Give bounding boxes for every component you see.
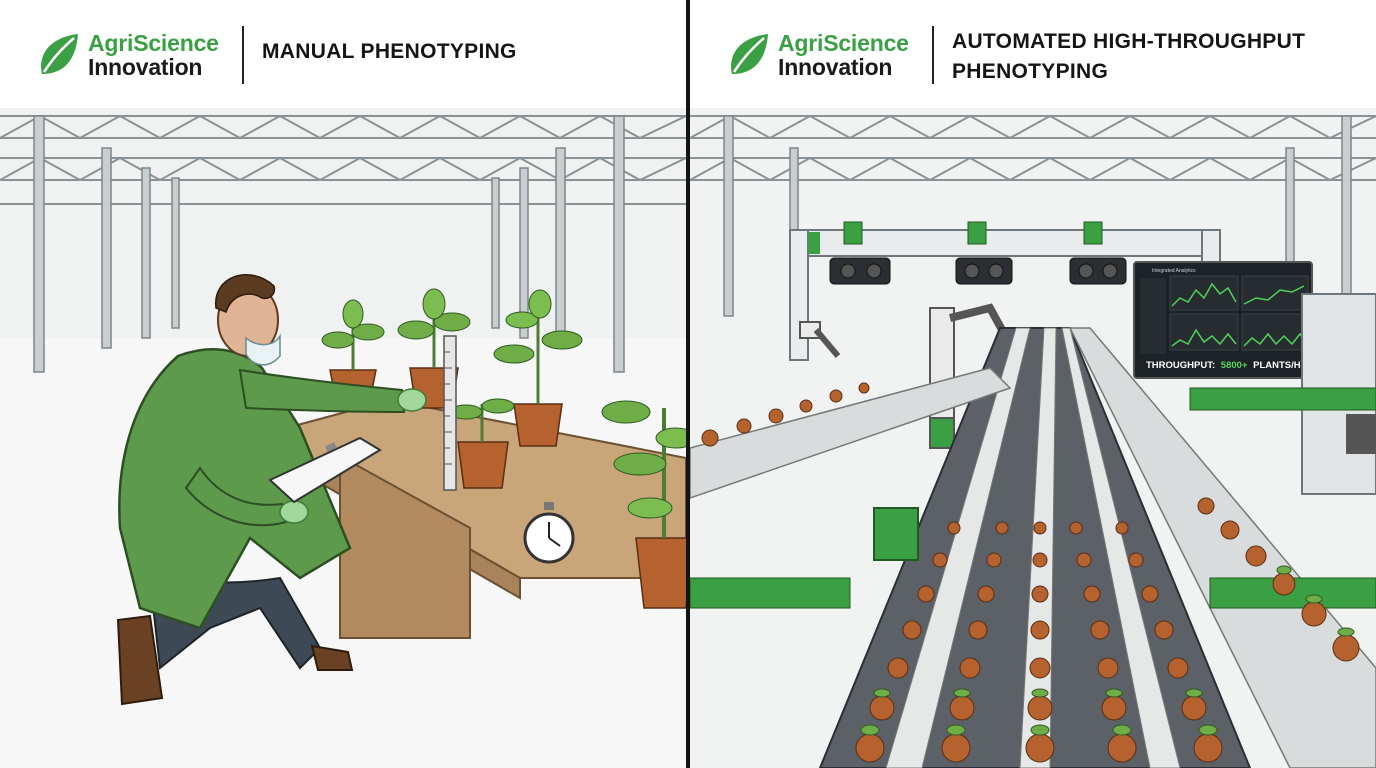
logo-text-agriscience: AgriScience (778, 30, 909, 56)
throughput-label: THROUGHPUT: (1146, 360, 1215, 371)
logo-text-agriscience: AgriScience (88, 30, 219, 56)
side-machine (1189, 293, 1376, 495)
monitor-header: Integrated Analytics (1152, 268, 1196, 274)
panel-title: AUTOMATED HIGH-THROUGHPUT PHENOTYPING (952, 27, 1305, 87)
leaf-icon (41, 34, 78, 74)
panel-title-line2: PHENOTYPING (952, 60, 1109, 83)
panel-title-line1: AUTOMATED HIGH-THROUGHPUT (952, 30, 1306, 53)
camera-icon (829, 221, 891, 285)
left-header: AgriScience Innovation MANUAL PHENOTYPIN… (0, 0, 686, 108)
automated-phenotyping-panel: AgriScience Innovation AUTOMATED HIGH-TH… (690, 0, 1376, 768)
camera-icon (955, 221, 1013, 285)
panel-divider (686, 0, 690, 768)
greenhouse-roof (0, 114, 686, 205)
scientist-figure (116, 274, 427, 706)
automated-greenhouse-scene: Integrated Analytics THROUGHPUT: 5800+ P… (690, 108, 1376, 768)
camera-icon (1069, 221, 1127, 285)
measuring-ruler (443, 335, 457, 491)
right-header: AgriScience Innovation AUTOMATED HIGH-TH… (690, 0, 1376, 108)
seedling-leaves (860, 565, 1355, 736)
logo-text-innovation: Innovation (88, 54, 203, 80)
seedling-pots (701, 382, 1360, 763)
header-separator (242, 26, 244, 84)
conveyor-system (690, 327, 1376, 768)
greenhouse-posts (33, 115, 625, 373)
stopwatch-icon (523, 502, 575, 564)
analytics-monitor: Integrated Analytics THROUGHPUT: 5800+ P… (1133, 261, 1322, 379)
greenhouse-roof (690, 114, 1376, 182)
logo-text-innovation: Innovation (778, 54, 893, 80)
potted-plant-large (601, 400, 686, 609)
leaf-icon (731, 34, 768, 74)
manual-greenhouse-scene (0, 108, 686, 768)
manual-phenotyping-panel: AgriScience Innovation MANUAL PHENOTYPIN… (0, 0, 686, 768)
panel-title: MANUAL PHENOTYPING (262, 40, 517, 63)
throughput-unit: PLANTS/HOUR (1253, 360, 1322, 371)
robotic-arm (799, 321, 841, 358)
throughput-value: 5800+ (1221, 360, 1248, 371)
potted-plant (449, 398, 515, 489)
header-separator (932, 26, 934, 84)
potted-plant (493, 289, 583, 447)
throughput-readout: THROUGHPUT: 5800+ PLANTS/HOUR (1146, 360, 1322, 371)
